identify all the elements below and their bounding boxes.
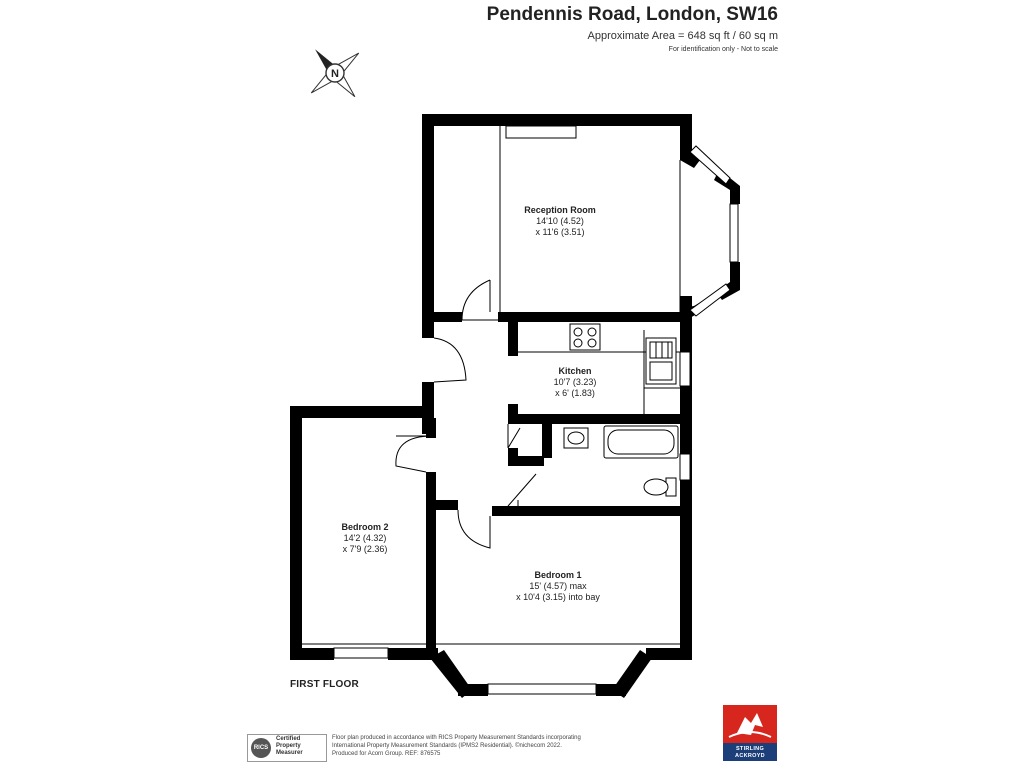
property-title: Pendennis Road, London, SW16	[486, 4, 778, 25]
room-label-bedroom-1: Bedroom 1 15' (4.57) max x 10'4 (3.15) i…	[488, 570, 628, 603]
logo-text-line2: ACKROYD	[735, 753, 765, 759]
room-dimension: 14'10 (4.52)	[536, 216, 584, 226]
rics-logo-icon: RICS	[251, 738, 271, 758]
room-dimension: x 7'9 (2.36)	[342, 544, 388, 554]
approximate-area: Approximate Area = 648 sq ft / 60 sq m	[587, 30, 778, 42]
windows	[333, 145, 739, 695]
room-dimension: x 10'4 (3.15) into bay	[516, 592, 600, 602]
room-label-kitchen: Kitchen 10'7 (3.23) x 6' (1.83)	[520, 366, 630, 399]
interior-lines	[302, 126, 681, 645]
room-dimension: x 6' (1.83)	[555, 388, 595, 398]
room-name: Bedroom 1	[534, 570, 582, 580]
room-dimension: 10'7 (3.23)	[553, 377, 597, 387]
room-dimension: 15' (4.57) max	[529, 581, 587, 591]
agency-logo: STIRLING ACKROYD	[723, 705, 777, 761]
room-name: Reception Room	[524, 205, 596, 215]
fireplace	[505, 125, 577, 139]
doors	[395, 279, 537, 549]
disclaimer-note: For identification only - Not to scale	[668, 46, 778, 53]
logo-text-line1: STIRLING	[735, 746, 765, 752]
floor-label: FIRST FLOOR	[290, 679, 359, 690]
room-label-reception: Reception Room 14'10 (4.52) x 11'6 (3.51…	[500, 205, 620, 238]
kitchen-fittings	[569, 323, 677, 385]
room-dimension: x 11'6 (3.51)	[535, 227, 585, 237]
compass-rose-icon: N	[310, 49, 360, 98]
logo-emblem-icon	[723, 705, 777, 743]
room-name: Bedroom 2	[341, 522, 389, 532]
footer-disclaimer: Floor plan produced in accordance with R…	[332, 735, 581, 757]
room-dimension: 14'2 (4.32)	[343, 533, 387, 543]
rics-badge-text: Certified Property Measurer	[276, 736, 303, 756]
room-label-bedroom-2: Bedroom 2 14'2 (4.32) x 7'9 (2.36)	[310, 522, 420, 555]
rics-badge: RICS Certified Property Measurer	[247, 734, 327, 762]
bathroom-fittings	[563, 425, 679, 497]
compass-letter: N	[331, 68, 339, 80]
room-name: Kitchen	[558, 366, 592, 376]
walls	[290, 114, 740, 698]
